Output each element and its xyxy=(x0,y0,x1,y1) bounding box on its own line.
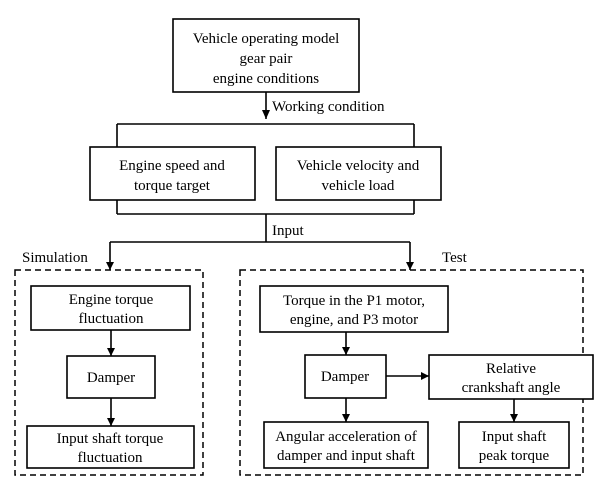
engine-speed-line-1: Engine speed and xyxy=(119,158,225,174)
engine-speed-line-2: torque target xyxy=(134,178,211,194)
node-top: Vehicle operating model gear pair engine… xyxy=(172,18,360,93)
sim-engine-torque-line-1: Engine torque xyxy=(69,292,154,308)
test-peak-torque-line-1: Input shaft xyxy=(482,429,547,445)
arrowhead-test xyxy=(406,262,414,270)
arrowhead-damper-to-crank xyxy=(421,372,429,380)
test-crankshaft-line-2: crankshaft angle xyxy=(462,380,561,396)
test-peak-torque-line-2: peak torque xyxy=(479,448,550,464)
sim-damper-box xyxy=(66,355,156,399)
arrowhead-sim-1 xyxy=(107,348,115,356)
sim-engine-torque-box xyxy=(30,285,191,331)
top-line-1: Vehicle operating model xyxy=(193,31,340,47)
node-vehicle-velocity: Vehicle velocity and vehicle load xyxy=(275,146,442,201)
arrowhead-sim-2 xyxy=(107,418,115,426)
test-crankshaft-box xyxy=(428,354,594,400)
arrowhead-simulation xyxy=(106,262,114,270)
test-torque-line-1: Torque in the P1 motor, xyxy=(283,293,425,309)
arrowhead-working-condition xyxy=(262,110,270,119)
vehicle-velocity-line-2: vehicle load xyxy=(322,178,395,194)
top-line-3: engine conditions xyxy=(213,71,319,87)
sim-input-shaft-box xyxy=(26,425,195,469)
simulation-frame xyxy=(14,269,204,476)
test-angular-line-1: Angular acceleration of xyxy=(275,429,417,445)
test-torque-line-2: engine, and P3 motor xyxy=(290,312,418,328)
arrowhead-test-3 xyxy=(510,414,518,422)
group-test: Test Torque in the P1 motor, engine, and… xyxy=(239,250,594,476)
test-angular-box xyxy=(263,421,429,469)
top-line-2: gear pair xyxy=(240,51,293,67)
sim-input-shaft-line-2: fluctuation xyxy=(78,450,143,466)
arrowhead-test-1 xyxy=(342,347,350,355)
test-peak-torque-box xyxy=(458,421,570,469)
input-label: Input xyxy=(272,223,304,239)
node-engine-speed: Engine speed and torque target xyxy=(89,146,256,201)
test-title: Test xyxy=(442,250,468,266)
test-torque-box xyxy=(259,285,449,333)
sim-damper-label: Damper xyxy=(87,370,135,386)
vehicle-velocity-line-1: Vehicle velocity and xyxy=(297,158,420,174)
sim-input-shaft-line-1: Input shaft torque xyxy=(57,431,164,447)
connectors xyxy=(106,92,518,426)
group-simulation: Simulation Engine torque fluctuation Dam… xyxy=(14,250,204,476)
sim-engine-torque-line-2: fluctuation xyxy=(79,311,144,327)
test-crankshaft-line-1: Relative xyxy=(486,361,536,377)
arrowhead-test-2 xyxy=(342,414,350,422)
test-angular-line-2: damper and input shaft xyxy=(277,448,416,464)
working-condition-label: Working condition xyxy=(272,99,385,115)
test-damper-label: Damper xyxy=(321,369,369,385)
test-damper-box xyxy=(304,354,387,399)
simulation-title: Simulation xyxy=(22,250,88,266)
